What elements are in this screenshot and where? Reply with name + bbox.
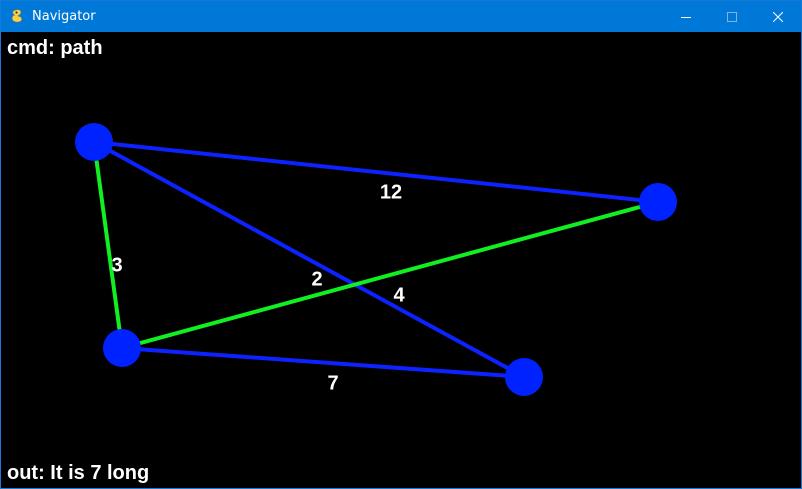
window-title: Navigator: [32, 9, 96, 24]
maximize-button[interactable]: [709, 1, 755, 32]
edge-weight-label: 4: [393, 284, 405, 306]
maximize-icon: [727, 11, 737, 22]
close-button[interactable]: [755, 1, 801, 32]
graph-node-n3[interactable]: [103, 329, 141, 367]
minimize-button[interactable]: [663, 1, 709, 32]
edge-n1-n3: [92, 141, 124, 349]
edge-n1-n4: [93, 140, 525, 379]
graph-node-n1[interactable]: [75, 123, 113, 161]
game-canvas[interactable]: 12 2 3 4 7 cmd: path out: It is 7 long: [1, 32, 801, 488]
graph-node-n2[interactable]: [639, 183, 677, 221]
title-bar[interactable]: Navigator: [1, 1, 801, 32]
graph-node-n4[interactable]: [505, 358, 543, 396]
edge-weight-label: 12: [380, 181, 402, 203]
edge-n3-n2: [121, 200, 659, 350]
edge-weight-label: 7: [327, 372, 338, 394]
edge-weight-label: 2: [311, 268, 322, 290]
edge-n1-n2: [93, 140, 659, 204]
command-readout: cmd: path: [7, 37, 103, 59]
edge-weight-label: 3: [111, 254, 122, 276]
pygame-snake-icon: [11, 8, 23, 23]
close-icon: [773, 11, 783, 22]
edge-n3-n4: [121, 346, 525, 379]
output-readout: out: It is 7 long: [7, 462, 150, 484]
graph-view: 12 2 3 4 7: [75, 123, 677, 396]
minimize-icon: [681, 16, 691, 18]
